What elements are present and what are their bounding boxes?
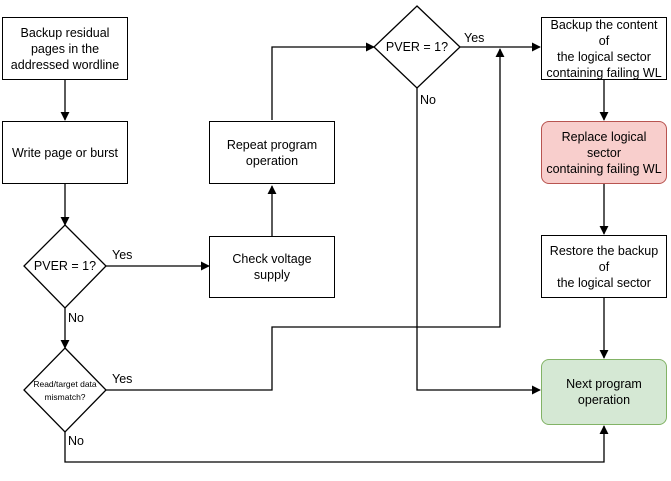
restore-backup-box: Restore the backup of the logical sector [541, 235, 667, 298]
pver2-no-label: No [420, 93, 436, 107]
mismatch-check-label: Read/target data mismatch? [20, 376, 110, 406]
backup-content-line-3: containing failing WL [546, 65, 662, 80]
backup-residual-line-1: Backup residual [20, 25, 110, 40]
pver-check-2-label: PVER = 1? [374, 33, 460, 61]
edge-pver2-no [416, 88, 541, 395]
backup-residual-box: Backup residual pages in the addressed w… [2, 17, 128, 80]
backup-content-box: Backup the content of the logical sector… [541, 17, 667, 80]
next-program-box: Next program operation [541, 359, 667, 425]
pver-check-2-shape [373, 5, 461, 89]
next-program-line-2: operation [577, 393, 631, 407]
edge-mismatch-no [64, 425, 609, 463]
edge-mismatch-yes [106, 48, 505, 391]
write-page-box: Write page or burst [2, 121, 128, 184]
repeat-program-box: Repeat program operation [209, 121, 335, 184]
write-page-label: Write page or burst [11, 145, 119, 160]
backup-residual-line-3: addressed wordline [10, 57, 120, 72]
mismatch-line-2: mismatch? [44, 392, 86, 402]
pver-check-1-label: PVER = 1? [24, 252, 106, 280]
mismatch-no-label: No [68, 434, 84, 448]
next-program-line-1: Next program [566, 377, 642, 391]
repeat-program-line-2: operation [245, 153, 299, 168]
check-voltage-box: Check voltage supply [209, 236, 335, 298]
mismatch-line-1: Read/target data [33, 379, 97, 389]
pver1-no-label: No [68, 311, 84, 325]
replace-sector-line-1: Replace logical sector [561, 129, 647, 160]
backup-residual-line-2: pages in the [30, 41, 100, 56]
pver-check-2-text: PVER = 1? [385, 40, 449, 54]
repeat-program-line-1: Repeat program [226, 137, 318, 152]
mismatch-yes-label: Yes [112, 372, 133, 386]
restore-backup-line-2: the logical sector [557, 275, 651, 290]
pver-check-1-shape [23, 224, 107, 309]
pver-check-1-text: PVER = 1? [33, 259, 97, 273]
pver2-yes-label: Yes [464, 31, 485, 45]
mismatch-check-shape [23, 347, 107, 433]
restore-backup-line-1: Restore the backup of [549, 243, 659, 274]
edge-repeat-to-pver2 [271, 42, 375, 120]
backup-content-line-2: the logical sector [557, 49, 651, 64]
pver1-yes-label: Yes [112, 248, 133, 262]
replace-sector-box: Replace logical sector containing failin… [541, 121, 667, 184]
replace-sector-line-2: containing failing WL [546, 161, 662, 176]
backup-content-line-1: Backup the content of [550, 17, 658, 48]
check-voltage-label: Check voltage supply [232, 252, 312, 282]
